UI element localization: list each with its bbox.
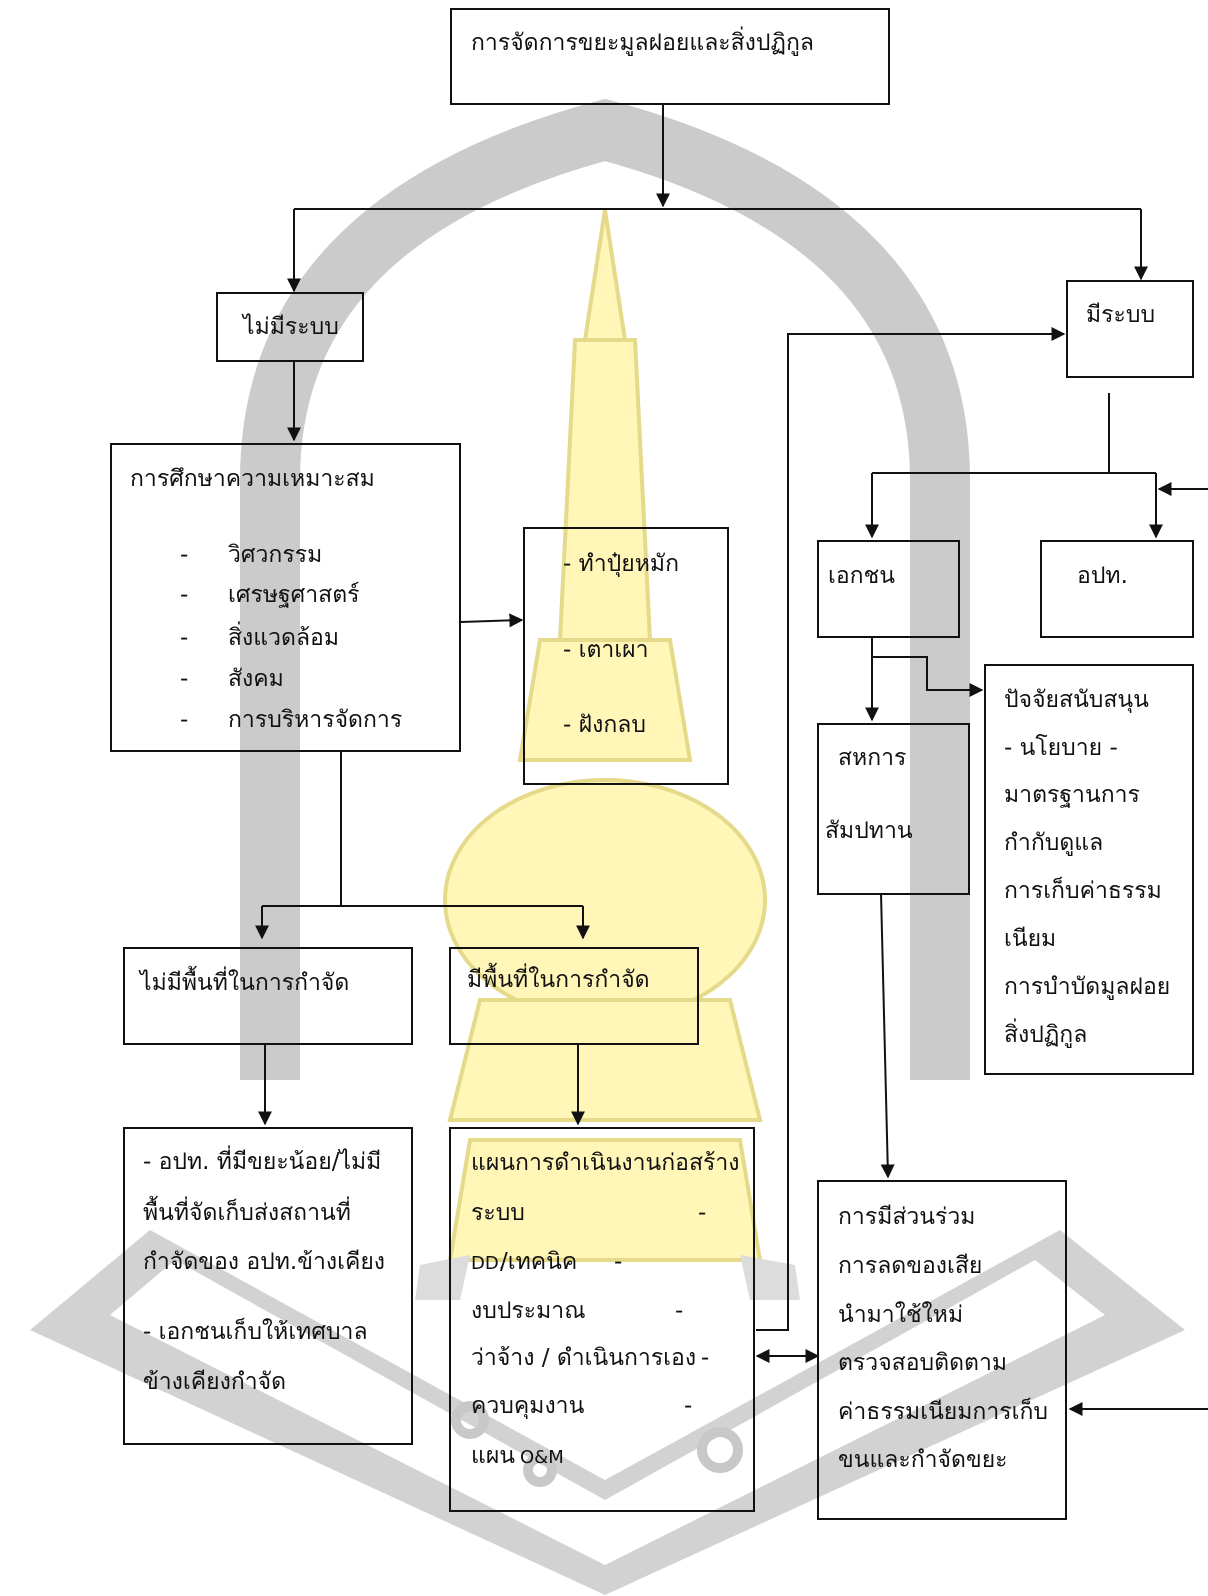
study-item: สังคม xyxy=(228,666,284,692)
support-line: การเก็บค่าธรรม xyxy=(1004,878,1162,904)
study-bullet: - xyxy=(180,707,189,733)
cooperative-line: สหการ xyxy=(838,745,907,771)
support-line: กำกับดูแล xyxy=(1004,830,1104,856)
no-area-detail-line: พื้นที่จัดเก็บส่งสถานที่ xyxy=(143,1200,351,1226)
study-bullet: - xyxy=(180,666,189,692)
plan-line: แผน xyxy=(471,1443,516,1469)
participation-line: การลดของเสีย xyxy=(838,1253,983,1279)
support-line: - นโยบาย - xyxy=(1004,735,1118,761)
no-area-detail-line: - เอกชนเก็บให้เทศบาล xyxy=(143,1319,368,1345)
study-item: การบริหารจัดการ xyxy=(228,707,403,733)
study-item: วิศวกรรม xyxy=(228,542,323,568)
study-bullet: - xyxy=(180,542,189,568)
no-area-box xyxy=(123,947,413,1045)
plan-line: แผนการดำเนินงานก่อสร้าง xyxy=(471,1150,740,1176)
plan-dash: - xyxy=(675,1298,684,1324)
cooperative-line: สัมปทาน xyxy=(825,818,913,844)
no-area-detail-line: - อปท. ที่มีขยะน้อย/ไม่มี xyxy=(143,1149,382,1175)
participation-line: ตรวจสอบติดตาม xyxy=(838,1350,1008,1376)
plan-line: ระบบ xyxy=(471,1200,525,1226)
plan-dash: - xyxy=(614,1249,623,1275)
lao-label: อปท. xyxy=(1077,563,1128,589)
support-factors-box xyxy=(984,664,1194,1075)
study-heading: การศึกษาความเหมาะสม xyxy=(130,466,375,492)
plan-dash: - xyxy=(701,1345,710,1371)
no-system-label: ไม่มีระบบ xyxy=(243,314,339,340)
no-area-detail-line: กำจัดของ อปท.ข้างเคียง xyxy=(143,1249,386,1275)
plan-line: O&M xyxy=(520,1447,564,1468)
study-item: เศรษฐศาสตร์ xyxy=(228,582,360,608)
method-item: - ทำปุ๋ยหมัก xyxy=(563,551,680,577)
participation-line: การมีส่วนร่วม xyxy=(838,1204,976,1230)
plan-line: งบประมาณ xyxy=(471,1298,586,1324)
plan-line: ว่าจ้าง / ดำเนินการเอง xyxy=(471,1345,697,1371)
support-line: สิ่งปฏิกูล xyxy=(1004,1022,1088,1048)
method-item: - ฝังกลบ xyxy=(563,712,646,738)
study-bullet: - xyxy=(180,625,189,651)
participation-line: ค่าธรรมเนียมการเก็บ xyxy=(838,1399,1049,1425)
study-item: สิ่งแวดล้อม xyxy=(228,625,340,651)
has-area-label: มีพื้นที่ในการกำจัด xyxy=(467,967,650,993)
private-box xyxy=(817,540,960,638)
has-system-box xyxy=(1066,280,1194,378)
participation-line: นำมาใช้ใหม่ xyxy=(838,1302,964,1328)
private-label: เอกชน xyxy=(828,563,895,589)
support-line: เนียม xyxy=(1004,926,1057,952)
support-line: มาตรฐานการ xyxy=(1004,782,1140,808)
method-item: - เตาเผา xyxy=(563,637,649,663)
methods-box xyxy=(523,527,729,785)
plan-dash: - xyxy=(684,1393,693,1419)
participation-line: ขนและกำจัดขยะ xyxy=(838,1447,1008,1473)
support-line: ปัจจัยสนับสนุน xyxy=(1004,687,1149,713)
plan-line: DD. xyxy=(471,1253,505,1274)
plan-line: ควบคุมงาน xyxy=(471,1393,585,1419)
study-bullet: - xyxy=(180,582,189,608)
no-area-detail-box xyxy=(123,1127,413,1445)
has-system-label: มีระบบ xyxy=(1086,302,1156,328)
no-system-box xyxy=(216,292,364,362)
cooperative-box xyxy=(817,723,970,895)
no-area-label: ไม่มีพื้นที่ในการกำจัด xyxy=(140,970,350,996)
lao-box xyxy=(1040,540,1194,638)
plan-dash: - xyxy=(698,1200,707,1226)
no-area-detail-line: ข้างเคียงกำจัด xyxy=(143,1369,287,1395)
title-box xyxy=(450,8,890,105)
construction-plan-box xyxy=(449,1127,755,1512)
feasibility-study-box xyxy=(110,443,461,752)
plan-line: /เทคนิค xyxy=(500,1249,578,1275)
title-text: การจัดการขยะมูลฝอยและสิ่งปฏิกูล xyxy=(471,30,814,56)
support-line: การบำบัดมูลฝอย xyxy=(1004,974,1171,1000)
has-area-box xyxy=(449,947,699,1045)
